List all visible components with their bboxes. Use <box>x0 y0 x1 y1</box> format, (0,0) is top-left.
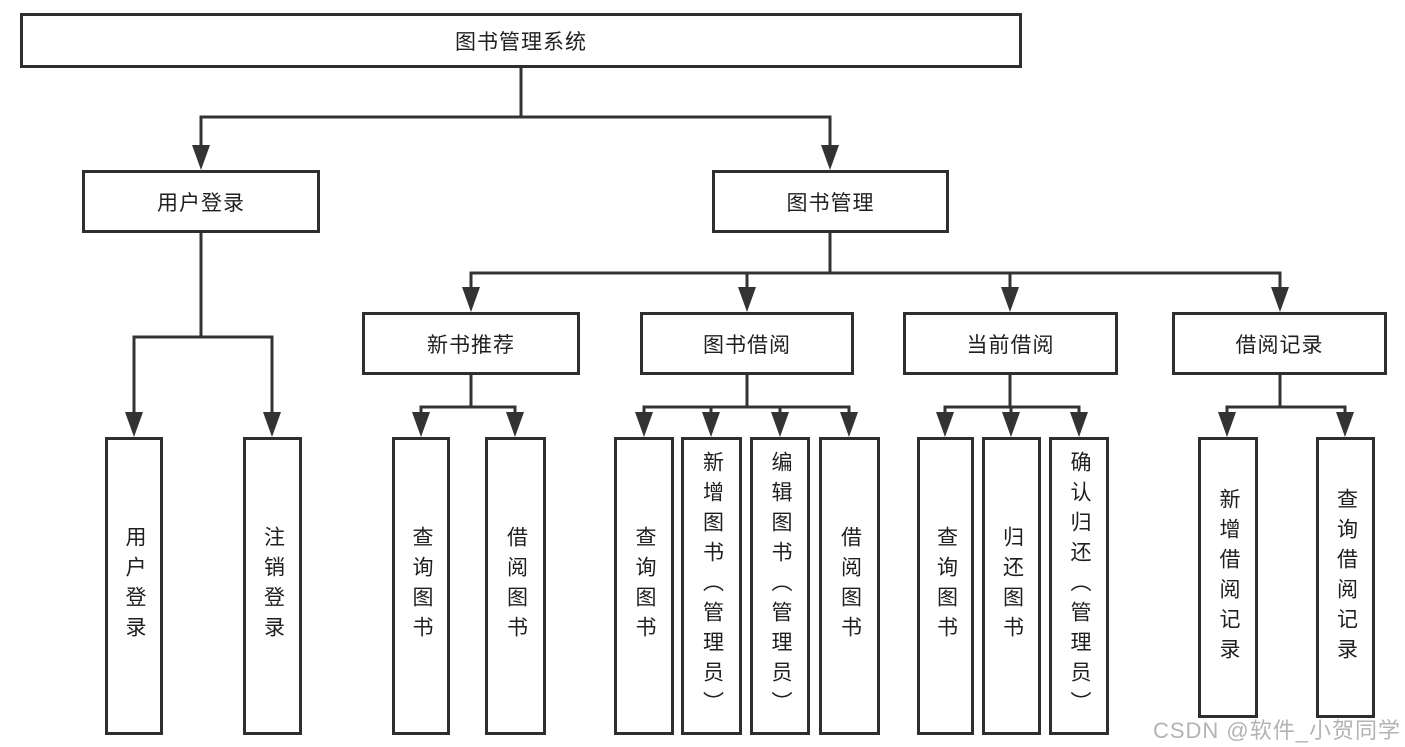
leaf-confirm-return-admin: 确认归还（管理员） <box>1049 437 1109 735</box>
watermark: CSDN @软件_小贺同学 <box>1152 718 1401 743</box>
leaf-add-borrow-record: 新增借阅记录 <box>1198 437 1258 718</box>
leaf-borrow-books-2: 借阅图书 <box>819 437 880 735</box>
node-borrowing-records: 借阅记录 <box>1172 312 1387 375</box>
node-book-borrowing: 图书借阅 <box>640 312 854 375</box>
leaf-edit-book-admin: 编辑图书（管理员） <box>750 437 810 735</box>
leaf-add-book-admin: 新增图书（管理员） <box>681 437 742 735</box>
node-root: 图书管理系统 <box>20 13 1022 68</box>
node-current-borrowing: 当前借阅 <box>903 312 1118 375</box>
leaf-return-book: 归还图书 <box>982 437 1041 735</box>
leaf-query-borrow-record: 查询借阅记录 <box>1316 437 1375 718</box>
node-user-login: 用户登录 <box>82 170 320 233</box>
node-new-book-recommend: 新书推荐 <box>362 312 580 375</box>
leaf-query-books-1: 查询图书 <box>392 437 450 735</box>
leaf-borrow-books-1: 借阅图书 <box>485 437 546 735</box>
leaf-logout: 注销登录 <box>243 437 302 735</box>
leaf-query-books-2: 查询图书 <box>614 437 674 735</box>
leaf-query-books-3: 查询图书 <box>917 437 974 735</box>
node-book-management: 图书管理 <box>712 170 949 233</box>
leaf-user-login: 用户登录 <box>105 437 163 735</box>
